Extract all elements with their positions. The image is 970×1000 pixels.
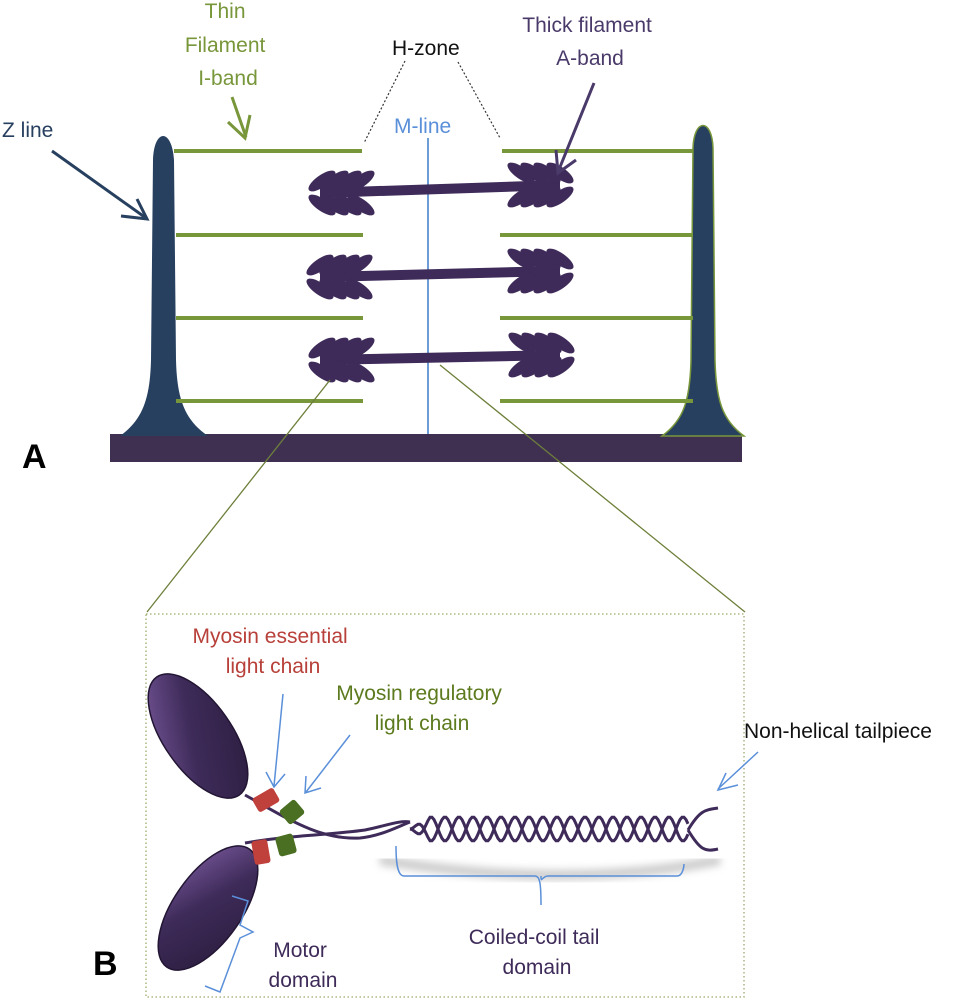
- essential-light-chain: [252, 788, 280, 812]
- regulatory-light-chain-label-line: light chain: [375, 712, 470, 735]
- thin-filaments-left: [174, 149, 363, 403]
- z-line-label: Z line: [2, 119, 53, 142]
- coiled-coil-bracket: [395, 845, 685, 906]
- thick-filament-label-line: A-band: [556, 47, 624, 70]
- essential-light-chains: [251, 788, 280, 865]
- non-helical-tailpiece-arrow: [716, 751, 759, 792]
- z-disc-left: [120, 136, 208, 436]
- zoom-lines: [146, 364, 746, 613]
- motor-domain-label-line: Motor: [273, 939, 327, 962]
- essential-light-chain-label-line: light chain: [226, 655, 321, 678]
- coil-strand: [409, 815, 690, 843]
- regulatory-light-chain: [275, 833, 297, 857]
- thick-filaments: [303, 158, 578, 387]
- non-helical-tailpiece-label: Non-helical tailpiece: [744, 720, 932, 743]
- base-bar: [110, 434, 742, 462]
- z-line-arrow: [51, 149, 150, 221]
- regulatory-light-chain-label: Myosin regulatory light chain: [336, 682, 508, 735]
- motor-domain-bracket: [204, 895, 255, 993]
- motor-head-lower: [157, 845, 259, 971]
- essential-light-chain: [251, 839, 271, 865]
- coiled-coil-label: Coiled-coil tail domain: [469, 926, 606, 979]
- panel-label-a: A: [22, 438, 47, 476]
- regulatory-light-chain-label-line: Myosin regulatory: [336, 682, 502, 705]
- thin-filament-label-line: I-band: [198, 67, 258, 90]
- thin-filaments-right: [500, 149, 693, 403]
- h-zone-bracket: [363, 60, 501, 144]
- motor-domain-label-line: domain: [269, 969, 338, 992]
- thick-filament: [305, 158, 577, 220]
- regulatory-light-chains: [275, 799, 305, 857]
- coiled-coil-label-line: domain: [503, 956, 572, 979]
- coiled-coil-tail: [409, 806, 719, 852]
- panel-label-b: B: [93, 945, 118, 983]
- thick-filament-arrow: [554, 82, 596, 176]
- regulatory-light-chain: [279, 799, 305, 825]
- zoom-box: [145, 613, 745, 998]
- thin-filament-label-line: Thin: [205, 0, 246, 23]
- regulatory-light-chain-arrow: [304, 734, 351, 795]
- thin-filament-label: Thin Filament I-band: [185, 0, 271, 90]
- essential-light-chain-label-line: Myosin essential: [192, 625, 347, 648]
- thick-filament: [305, 328, 578, 387]
- coil-strand: [409, 815, 690, 843]
- h-zone-label: H-zone: [392, 37, 460, 60]
- m-line-label: M-line: [394, 115, 451, 138]
- motor-head-upper: [147, 673, 249, 799]
- thick-filament-label: Thick filament A-band: [522, 14, 657, 70]
- essential-light-chain-label: Myosin essential light chain: [192, 625, 353, 678]
- z-disc-right: [659, 125, 747, 437]
- coiled-coil-label-line: Coiled-coil tail: [469, 926, 600, 949]
- essential-light-chain-arrow: [265, 693, 286, 789]
- coil-shadow: [379, 855, 721, 880]
- thick-filament-label-line: Thick filament: [522, 14, 652, 37]
- thin-filament-arrow: [226, 96, 252, 141]
- thick-filament: [303, 244, 577, 304]
- motor-domain-label: Motor domain: [269, 939, 338, 992]
- thin-filament-label-line: Filament: [185, 34, 266, 57]
